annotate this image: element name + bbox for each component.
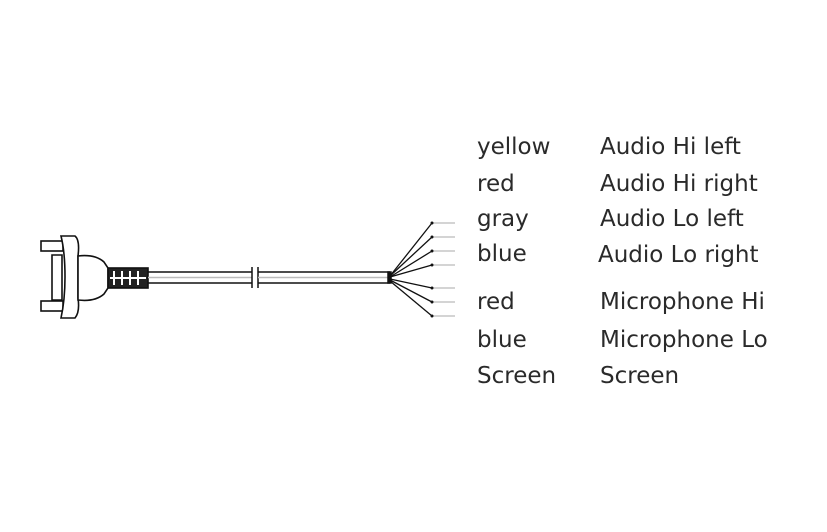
connector-tab-bottom xyxy=(40,300,64,312)
wire-color-label: red xyxy=(477,289,515,315)
wire-color-label: blue xyxy=(477,241,527,267)
wire-color-label: Screen xyxy=(477,363,557,389)
wire-color-label: yellow xyxy=(477,134,551,160)
signal-label: Audio Lo right xyxy=(598,242,759,268)
signal-label: Audio Hi left xyxy=(600,134,741,160)
connector-tab-top xyxy=(40,240,64,252)
signal-label: Microphone Lo xyxy=(600,327,768,353)
wire-fan xyxy=(389,222,433,317)
connector xyxy=(40,235,149,319)
wire-ends xyxy=(432,222,455,317)
wire-color-label: gray xyxy=(477,206,529,232)
wire-color-label: blue xyxy=(477,327,527,353)
signal-label: Audio Lo left xyxy=(600,206,744,232)
connector-flange xyxy=(59,235,80,319)
connector-plug xyxy=(51,254,63,301)
signal-label: Audio Hi right xyxy=(600,171,758,197)
wire-color-label: red xyxy=(477,171,515,197)
signal-label: Microphone Hi xyxy=(600,289,765,315)
signal-label: Screen xyxy=(600,363,680,389)
connector-body xyxy=(77,254,109,302)
cable xyxy=(148,267,392,288)
